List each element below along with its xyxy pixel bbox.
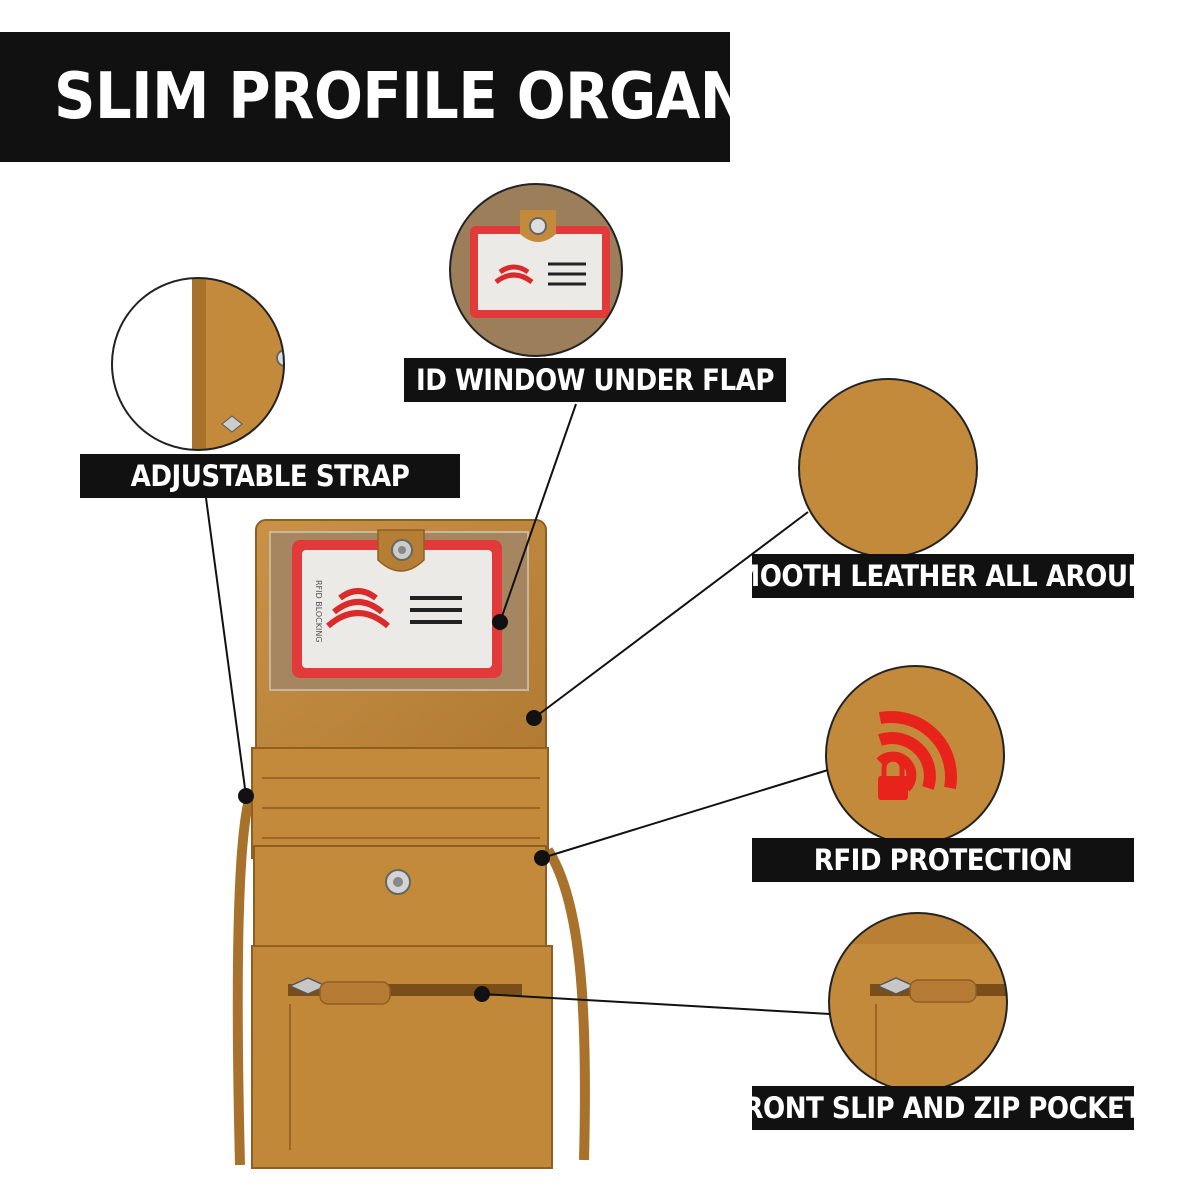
card-slots <box>251 747 549 859</box>
label-smooth-leather: SMOOTH LEATHER ALL AROUND <box>752 554 1134 598</box>
strap-inset <box>111 277 285 451</box>
strap <box>232 788 257 1166</box>
front-flap <box>253 845 547 957</box>
label-adjustable-strap: ADJUSTABLE STRAP <box>80 454 460 498</box>
page-title: SLIM PROFILE ORGANIZER <box>0 32 730 162</box>
label-front-pockets: FRONT SLIP AND ZIP POCKETS <box>752 1086 1134 1130</box>
zip-pocket <box>251 945 553 1169</box>
wallet: RFID BLOCKING <box>232 519 590 1169</box>
leather-inset <box>798 378 978 558</box>
rfid-inset <box>825 665 1005 845</box>
rfid-icon <box>876 710 958 800</box>
zip-inset <box>828 912 1008 1092</box>
label-rfid-protection: RFID PROTECTION <box>752 838 1134 882</box>
id-card: RFID BLOCKING <box>292 540 502 678</box>
leader-lines <box>205 403 831 1015</box>
card-text: RFID BLOCKING <box>314 580 323 643</box>
strap-right <box>543 847 590 1161</box>
id-window-inset <box>449 183 623 357</box>
label-id-window: ID WINDOW UNDER FLAP <box>404 358 786 402</box>
